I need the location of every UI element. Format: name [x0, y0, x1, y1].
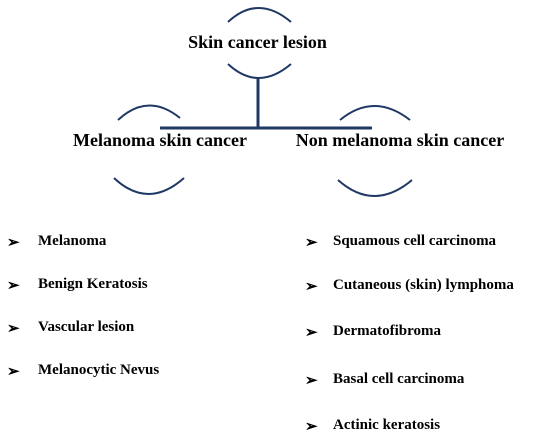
melanoma-type-list: ➢ Melanoma ➢ Benign Keratosis ➢ Vascular le…	[0, 233, 159, 405]
arrow-bullet-icon: ➢	[7, 278, 20, 294]
non-melanoma-node-label: Non melanoma skin cancer	[295, 130, 505, 150]
root-bottom-arc	[227, 63, 292, 79]
list-item: ➢ Melanoma	[0, 233, 159, 276]
arrow-bullet-icon: ➢	[305, 373, 318, 389]
list-item-label: Cutaneous (skin) lymphoma	[333, 277, 514, 293]
list-item-label: Benign Keratosis	[38, 276, 148, 292]
arrow-bullet-icon: ➢	[7, 364, 20, 380]
list-item-label: Squamous cell carcinoma	[333, 233, 497, 249]
list-item: ➢ Cutaneous (skin) lymphoma	[305, 277, 514, 295]
root-node-label: Skin cancer lesion	[188, 32, 327, 52]
arrow-bullet-icon: ➢	[7, 321, 20, 337]
list-item-label: Melanoma	[38, 233, 107, 249]
list-item-label: Melanocytic Nevus	[38, 362, 160, 378]
arrow-bullet-icon: ➢	[305, 279, 318, 295]
left-bottom-arc	[113, 177, 185, 195]
root-top-arc	[227, 7, 292, 23]
left-top-arc	[117, 104, 181, 121]
list-item-label: Vascular lesion	[38, 319, 135, 335]
melanoma-node-label: Melanoma skin cancer	[73, 130, 247, 150]
arrow-bullet-icon: ➢	[7, 235, 20, 251]
list-item-label: Actinic keratosis	[333, 417, 441, 433]
list-item: ➢ Actinic keratosis	[305, 417, 441, 435]
list-item-label: Basal cell carcinoma	[333, 371, 465, 387]
list-item: ➢ Dermatofibroma	[305, 323, 442, 341]
right-top-arc	[339, 105, 411, 121]
list-item: ➢ Melanocytic Nevus	[0, 362, 159, 405]
list-item: ➢ Vascular lesion	[0, 319, 159, 362]
arrow-bullet-icon: ➢	[305, 419, 318, 435]
list-item-label: Dermatofibroma	[333, 323, 442, 339]
list-item: ➢ Benign Keratosis	[0, 276, 159, 319]
right-bottom-arc	[337, 179, 413, 197]
list-item: ➢ Squamous cell carcinoma	[305, 233, 497, 251]
list-item: ➢ Basal cell carcinoma	[305, 371, 465, 389]
arrow-bullet-icon: ➢	[305, 325, 318, 341]
arrow-bullet-icon: ➢	[305, 235, 318, 251]
